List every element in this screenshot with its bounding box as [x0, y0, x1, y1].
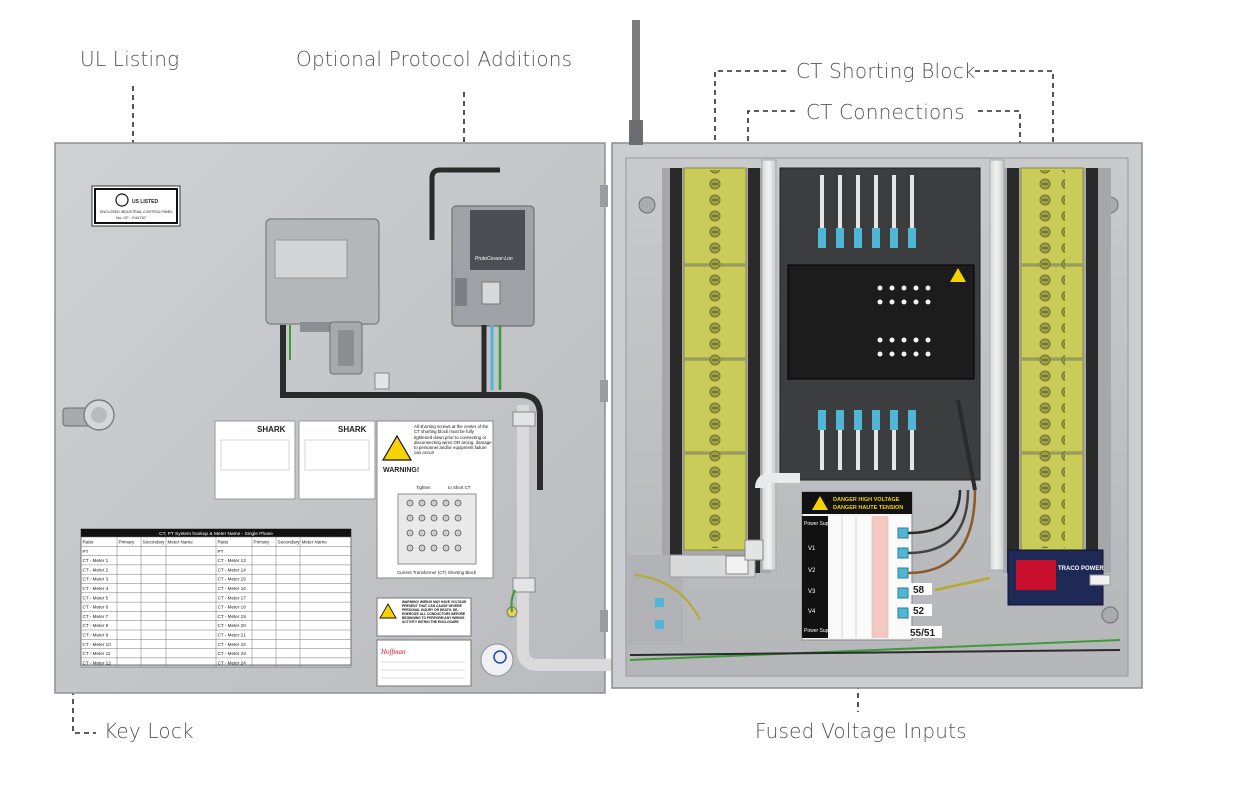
warning-triangle-icon [381, 434, 413, 461]
key-lock[interactable] [62, 399, 115, 431]
hazard-text: WARNING! WIRING MAY HAVE VOLTAGE PRESENT… [402, 600, 467, 624]
table-row-label: CT - Meter 5 [83, 595, 109, 600]
hazard-triangle-icon [379, 603, 397, 619]
central-meter-chassis [779, 167, 981, 481]
shark-label-2: SHARK [298, 420, 376, 500]
table-header-cell: Secondary [278, 540, 301, 545]
table-header-cell: Meter Name [302, 540, 328, 545]
table-row-label: CT - Meter 4 [83, 586, 109, 591]
table-row-label: CT - Meter 8 [83, 623, 109, 628]
right-ct-shorting-block [1020, 167, 1084, 551]
antenna [632, 20, 640, 145]
table-row-label: CT - Meter 2 [83, 567, 109, 572]
table-row-label: CT - Meter 9 [83, 633, 109, 638]
traco-power-supply: TRACO POWER [1007, 549, 1111, 606]
table-row-label: CT - Meter 21 [218, 633, 247, 638]
table-row-label: CT - Meter 24 [218, 660, 247, 665]
warning-body-text: All shorting screws at the center of the… [414, 424, 492, 456]
table-header-cell: Ratio [218, 540, 229, 545]
table-row-label: CT - Meter 10 [83, 642, 112, 647]
ul-logo-icon [115, 193, 129, 207]
table-row-label: CT - Meter 6 [83, 605, 109, 610]
ct-shorting-block-label: CT Shorting Block [796, 59, 976, 83]
inspection-stamp [480, 643, 514, 677]
enclosure-wiring [629, 399, 1121, 661]
ul-line2-text: No. CF - E44767 [116, 215, 147, 220]
left-ct-shorting-block [683, 167, 747, 551]
table-row-label: CT - Meter 17 [218, 595, 247, 600]
table-header-cell: Secondary [143, 540, 166, 545]
fused-voltage-inputs-label: Fused Voltage Inputs [755, 719, 967, 743]
table-row-label: CT - Meter 14 [218, 567, 247, 572]
bottom-terminals [628, 539, 764, 645]
table-row-label: CT - Meter 12 [83, 660, 112, 665]
table-row-label: CT - Meter 13 [218, 558, 247, 563]
optional-protocol-label: Optional Protocol Additions [296, 47, 573, 71]
terminal-52: 52 [913, 606, 925, 617]
table-row-label: PT [83, 549, 89, 554]
wire-duct-left [761, 159, 777, 571]
ul-line1-text: ENCLOSED INDUSTRIAL CONTROL PANEL [100, 210, 173, 214]
table-row-label: CT - Meter 15 [218, 577, 247, 582]
table-header-cell: Ratio [83, 540, 94, 545]
svg-text:Hoffman: Hoffman [380, 648, 406, 656]
table-row-label: CT - Meter 3 [83, 577, 109, 582]
danger-line1: DANGER HIGH VOLTAGE [833, 497, 900, 503]
fuse-label-5: Power Supply N(-) [804, 628, 845, 634]
short-ct-text: to Short CT [448, 485, 471, 490]
terminal-55-51: 55/51 [910, 628, 935, 639]
shark-meter-module [265, 218, 380, 375]
shark-title-1: SHARK [257, 425, 286, 434]
table-header-cell: Primary [254, 540, 271, 545]
danger-line2: DANGER HAUTE TENSION [833, 505, 903, 511]
ct-block-caption: Current Transformer (CT) Shorting Block [397, 570, 477, 575]
shark-title-2: SHARK [338, 425, 367, 434]
danger-triangle-icon [812, 496, 828, 510]
gateway-name-text: ProtoCessor-Lon [475, 256, 513, 262]
hazard-warning-label: WARNING! WIRING MAY HAVE VOLTAGE PRESENT… [376, 597, 472, 637]
fuse-label-4: V4 [808, 609, 816, 615]
ul-listed-text: US LISTED [132, 199, 159, 205]
shark-label-1: SHARK [214, 420, 296, 500]
psu-brand: TRACO POWER [1058, 566, 1104, 572]
table-row-label: CT - Meter 23 [218, 651, 247, 656]
table-row-label: CT - Meter 16 [218, 586, 247, 591]
table-header-cell: Meter Name [168, 540, 194, 545]
fuse-label-1: V1 [808, 546, 816, 552]
protocol-gateway-module: ProtoCessor-Lon [451, 205, 535, 327]
manufacturer-label: Hoffman [376, 639, 472, 687]
table-row-label: CT - Meter 22 [218, 642, 247, 647]
terminal-numbers: 58 52 55/51 [908, 583, 942, 639]
table-row-label: CT - Meter 7 [83, 614, 109, 619]
table-row-label: CT - Meter 11 [83, 651, 111, 656]
table-row-label: CT - Meter 20 [218, 623, 247, 628]
wire-duct-right [989, 159, 1005, 571]
table-title: CT, PT System hookup & Meter Name - Sing… [159, 531, 273, 537]
terminal-58: 58 [913, 585, 925, 596]
table-row-label: CT - Meter 19 [218, 614, 247, 619]
ct-connections-label: CT Connections [806, 100, 965, 124]
fuse-label-2: V2 [808, 568, 816, 574]
table-row-label: PT [218, 549, 224, 554]
fused-voltage-block: DANGER HIGH VOLTAGE DANGER HAUTE TENSION… [801, 491, 913, 641]
fuse-label-0: Power Supply L(+) [804, 521, 846, 527]
meter-name-table: CT, PT System hookup & Meter Name - Sing… [80, 528, 352, 668]
door-wiring [280, 167, 660, 671]
fuse-wiring [907, 489, 991, 592]
warning-title: WARNING! [383, 467, 419, 474]
ul-listing-label: UL Listing [80, 47, 180, 71]
table-row-label: CT - Meter 18 [218, 605, 247, 610]
table-row-label: CT - Meter 1 [83, 558, 109, 563]
fuse-label-3: V3 [808, 589, 816, 595]
key-lock-label: Key Lock [104, 719, 194, 743]
ul-listing-plate: US LISTED ENCLOSED INDUSTRIAL CONTROL PA… [91, 185, 181, 227]
ct-warning-label: WARNING! All shorting screws at the cent… [376, 420, 494, 579]
tighten-text: Tighten [416, 485, 431, 490]
table-header-cell: Primary [119, 540, 136, 545]
